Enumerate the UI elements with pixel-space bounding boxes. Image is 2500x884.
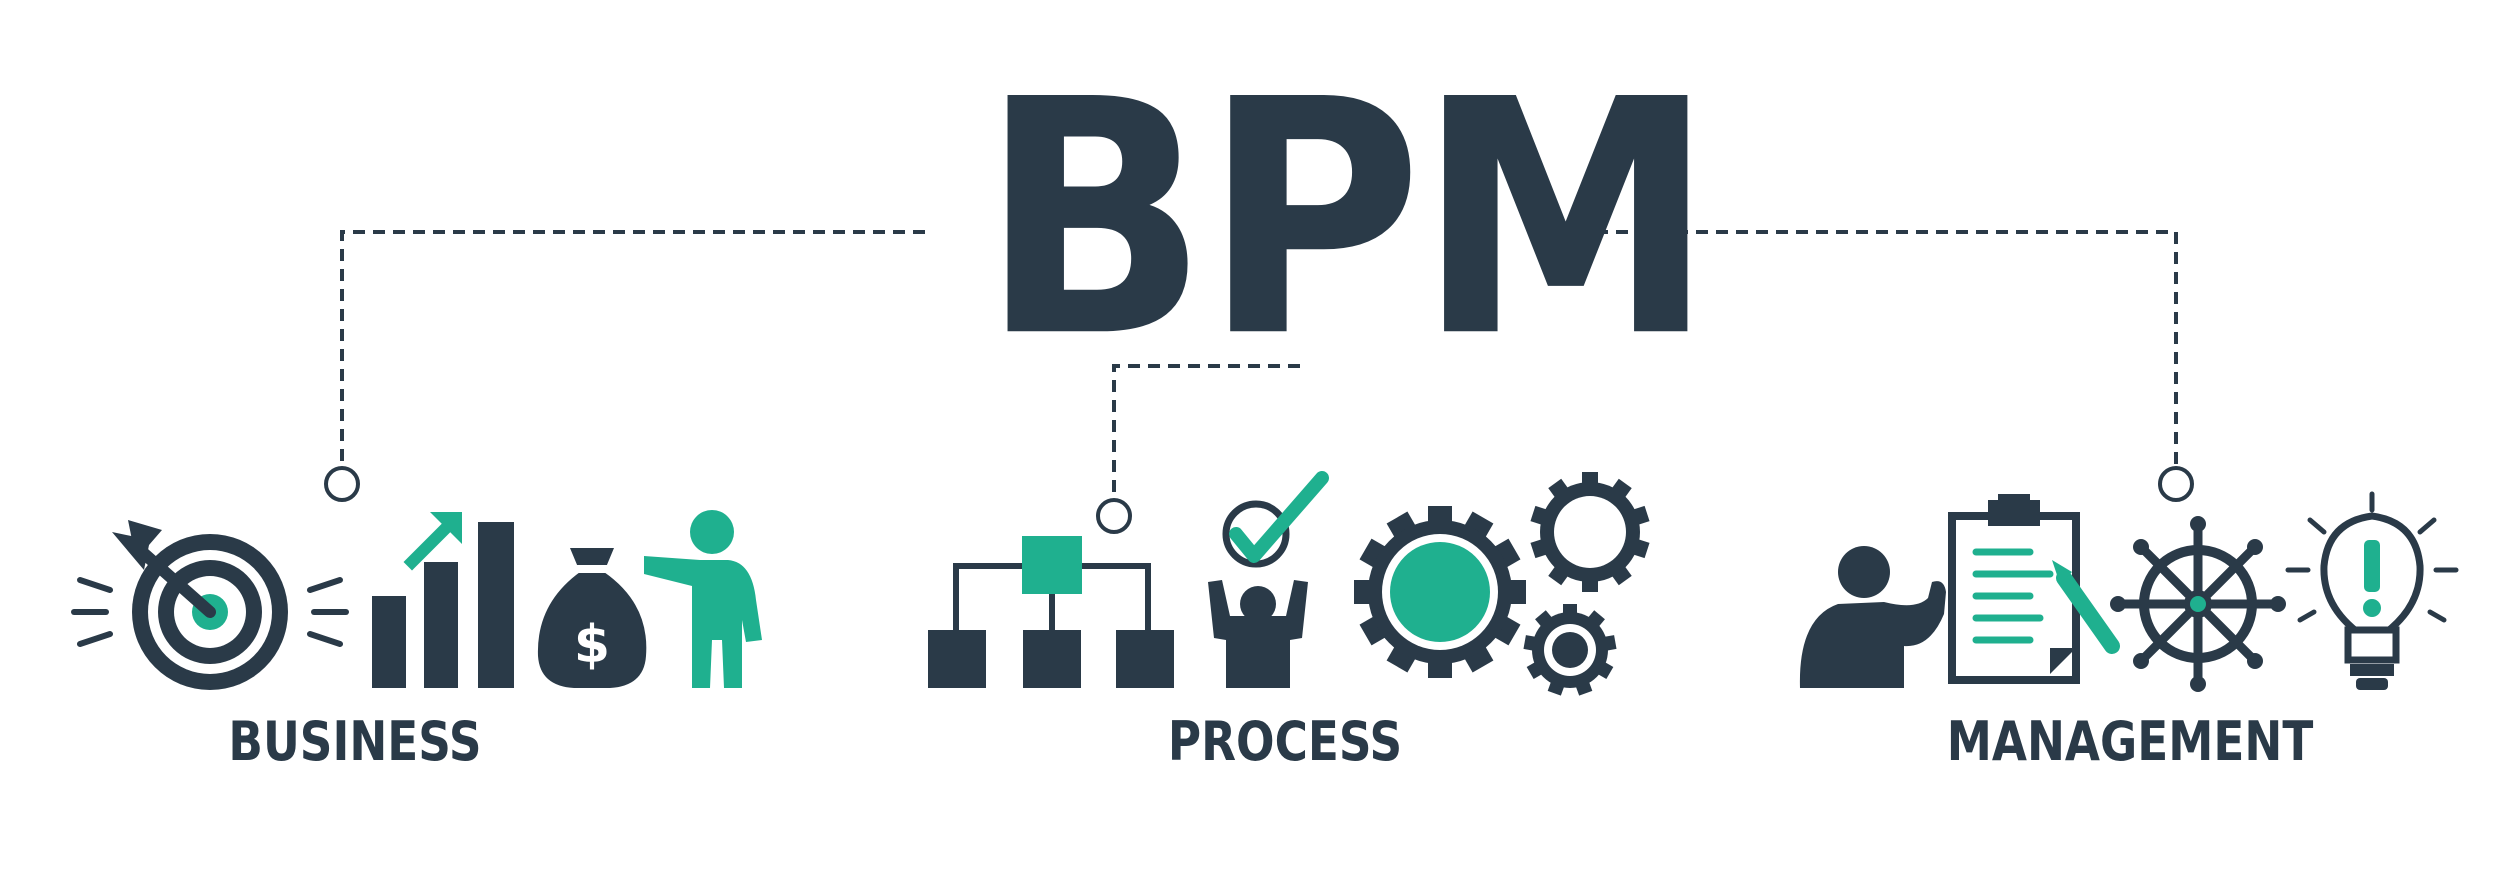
money-symbol: $ [574,615,610,675]
connector-management [1596,230,2178,468]
large-gear [1354,506,1526,678]
connector-end-business [324,466,360,502]
target-arrow-icon [71,520,349,690]
connector-end-process [1096,498,1132,534]
connector-lines [340,230,2178,500]
lightbulb-idea-icon [2285,491,2459,690]
management-label: MANAGEMENT [1946,710,2314,773]
gears-icon [1354,472,1650,696]
connector-end-management [2158,466,2194,502]
top-gear [1530,472,1650,592]
clipboard-icon [1948,494,2120,684]
ship-wheel-icon [2110,516,2286,692]
money-bag-icon: $ [537,548,647,688]
flowchart-icon [928,536,1174,688]
person-checkmark-icon [1208,471,1329,688]
page-title: BPM [980,30,1715,408]
connector-business [340,230,925,468]
bottom-gear [1523,604,1617,696]
process-label: PROCESS [1167,710,1403,773]
connector-process [1112,364,1300,500]
business-label: BUSINESS [228,710,482,773]
presenter-person-icon [644,510,762,688]
growth-bars-icon [372,512,514,688]
speaker-person-icon [1799,546,1946,688]
connector-end-circles [324,466,2194,534]
